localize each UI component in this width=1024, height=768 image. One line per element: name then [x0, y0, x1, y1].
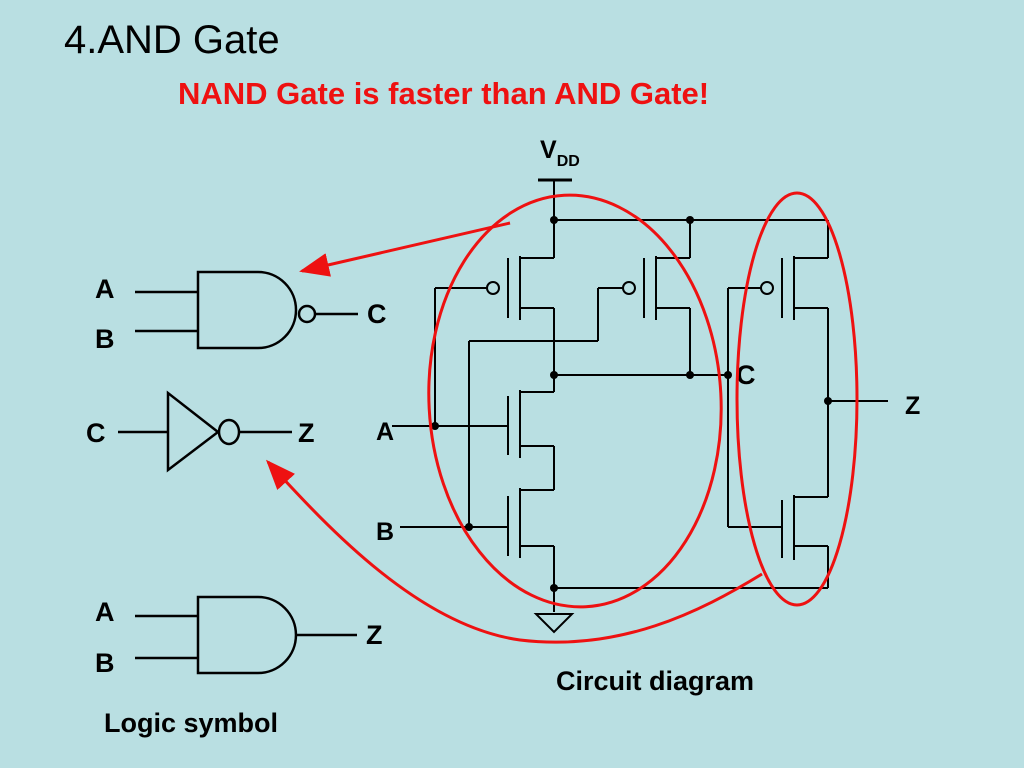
- vdd-label-main: V: [540, 136, 557, 164]
- logic-symbol-caption: Logic symbol: [104, 708, 278, 738]
- circuit-output-z-label: Z: [905, 392, 920, 420]
- nand-output-label: C: [367, 299, 387, 329]
- and-input-b-label: B: [95, 648, 115, 678]
- circuit-input-b-label: B: [376, 518, 394, 546]
- nand-input-b-label: B: [95, 324, 115, 354]
- circuit-node-c-label: C: [736, 360, 756, 390]
- inverter-input-label: C: [86, 418, 106, 448]
- cmos-circuit: [392, 178, 888, 634]
- inverter-symbol: [118, 390, 292, 473]
- slide-title: 4.AND Gate: [64, 18, 280, 62]
- circuit-input-a-label: A: [376, 418, 394, 446]
- arrow-to-inverter: [265, 459, 763, 644]
- highlight-annotations: [265, 191, 859, 644]
- arrow-to-nand: [299, 221, 511, 277]
- inverter-output-label: Z: [298, 418, 315, 448]
- junction-dots: [431, 216, 832, 592]
- and-gate-symbol: [135, 595, 357, 675]
- vdd-label-sub: DD: [557, 153, 580, 170]
- circuit-diagram-caption: Circuit diagram: [556, 666, 754, 696]
- inverter-highlight-ellipse: [735, 191, 859, 607]
- nand-highlight-ellipse: [427, 193, 723, 609]
- vdd-label: VDD: [540, 136, 580, 170]
- and-output-label: Z: [366, 620, 383, 650]
- slide-subtitle: NAND Gate is faster than AND Gate!: [178, 76, 710, 111]
- nand-gate-symbol: [135, 270, 358, 350]
- and-input-a-label: A: [95, 597, 115, 627]
- nand-input-a-label: A: [95, 274, 115, 304]
